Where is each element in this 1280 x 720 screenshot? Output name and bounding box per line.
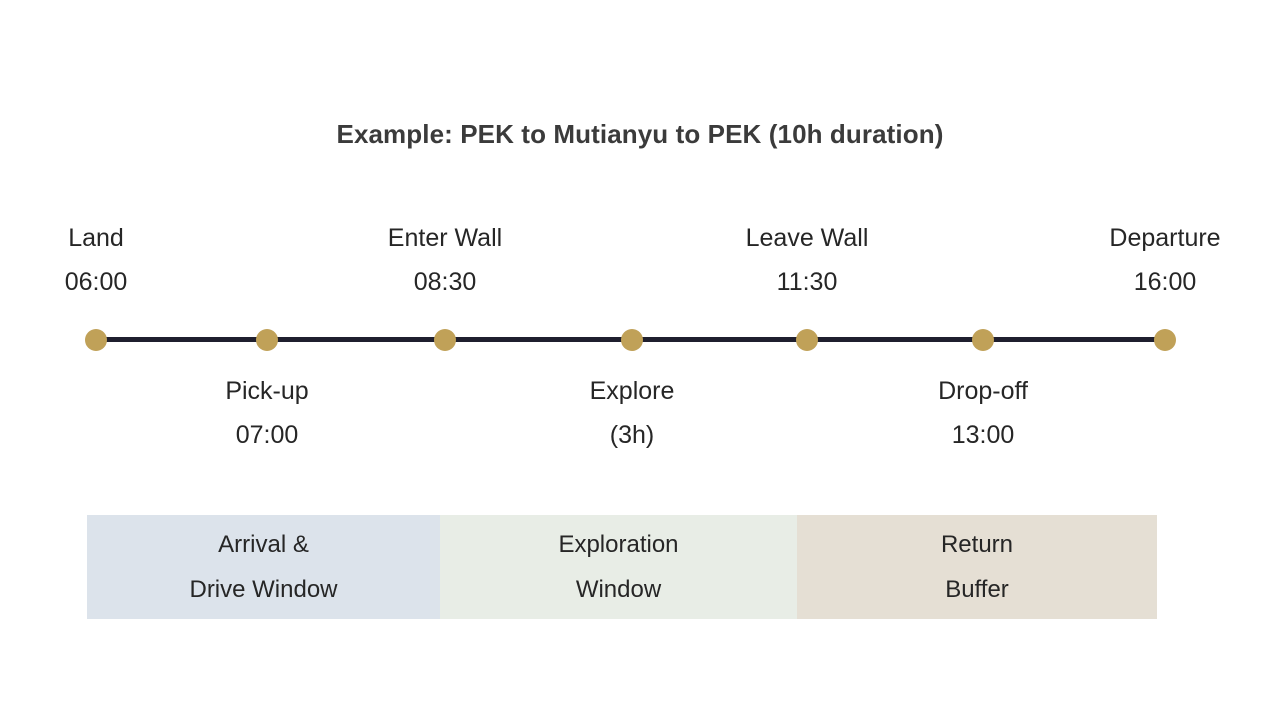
timeline-dot-departure[interactable] xyxy=(1154,329,1176,351)
event-name: Leave Wall xyxy=(745,224,869,252)
event-time: 16:00 xyxy=(1133,268,1197,296)
event-time: 07:00 xyxy=(235,421,299,449)
band-label-line1: Arrival & xyxy=(218,531,309,558)
timeline-label-explore: Explore (3h) xyxy=(502,369,762,457)
timeline-dot-explore[interactable] xyxy=(621,329,643,351)
band-label-line2: Buffer xyxy=(945,576,1009,603)
timeline-label-land: Land 06:00 xyxy=(0,216,226,304)
event-time: 11:30 xyxy=(776,268,838,296)
event-time: (3h) xyxy=(609,421,655,449)
event-time: 06:00 xyxy=(64,268,128,296)
timeline-dot-enter-wall[interactable] xyxy=(434,329,456,351)
event-name: Land xyxy=(68,224,124,252)
page-title: Example: PEK to Mutianyu to PEK (10h dur… xyxy=(336,119,944,149)
band-label-line1: Exploration xyxy=(558,531,679,558)
event-name: Enter Wall xyxy=(387,224,503,252)
timeline-label-drop-off: Drop-off 13:00 xyxy=(853,369,1113,457)
band-label-line2: Window xyxy=(575,576,662,603)
band-label-line2: Drive Window xyxy=(189,576,338,603)
band-label-line1: Return xyxy=(940,531,1014,558)
timeline-dot-leave-wall[interactable] xyxy=(796,329,818,351)
timeline-dot-pick-up[interactable] xyxy=(256,329,278,351)
event-name: Explore xyxy=(589,377,675,405)
event-time: 13:00 xyxy=(951,421,1015,449)
event-time: 08:30 xyxy=(413,268,477,296)
event-name: Pick-up xyxy=(225,377,309,405)
timeline-label-enter-wall: Enter Wall 08:30 xyxy=(315,216,575,304)
event-name: Drop-off xyxy=(938,377,1028,405)
timeline-label-pick-up: Pick-up 07:00 xyxy=(137,369,397,457)
timeline-dot-land[interactable] xyxy=(85,329,107,351)
window-band-arrival-: Arrival & Drive Window xyxy=(87,515,440,619)
timeline-dot-drop-off[interactable] xyxy=(972,329,994,351)
event-name: Departure xyxy=(1109,224,1221,252)
timeline-label-leave-wall: Leave Wall 11:30 xyxy=(677,216,937,304)
timeline-label-departure: Departure 16:00 xyxy=(1035,216,1280,304)
